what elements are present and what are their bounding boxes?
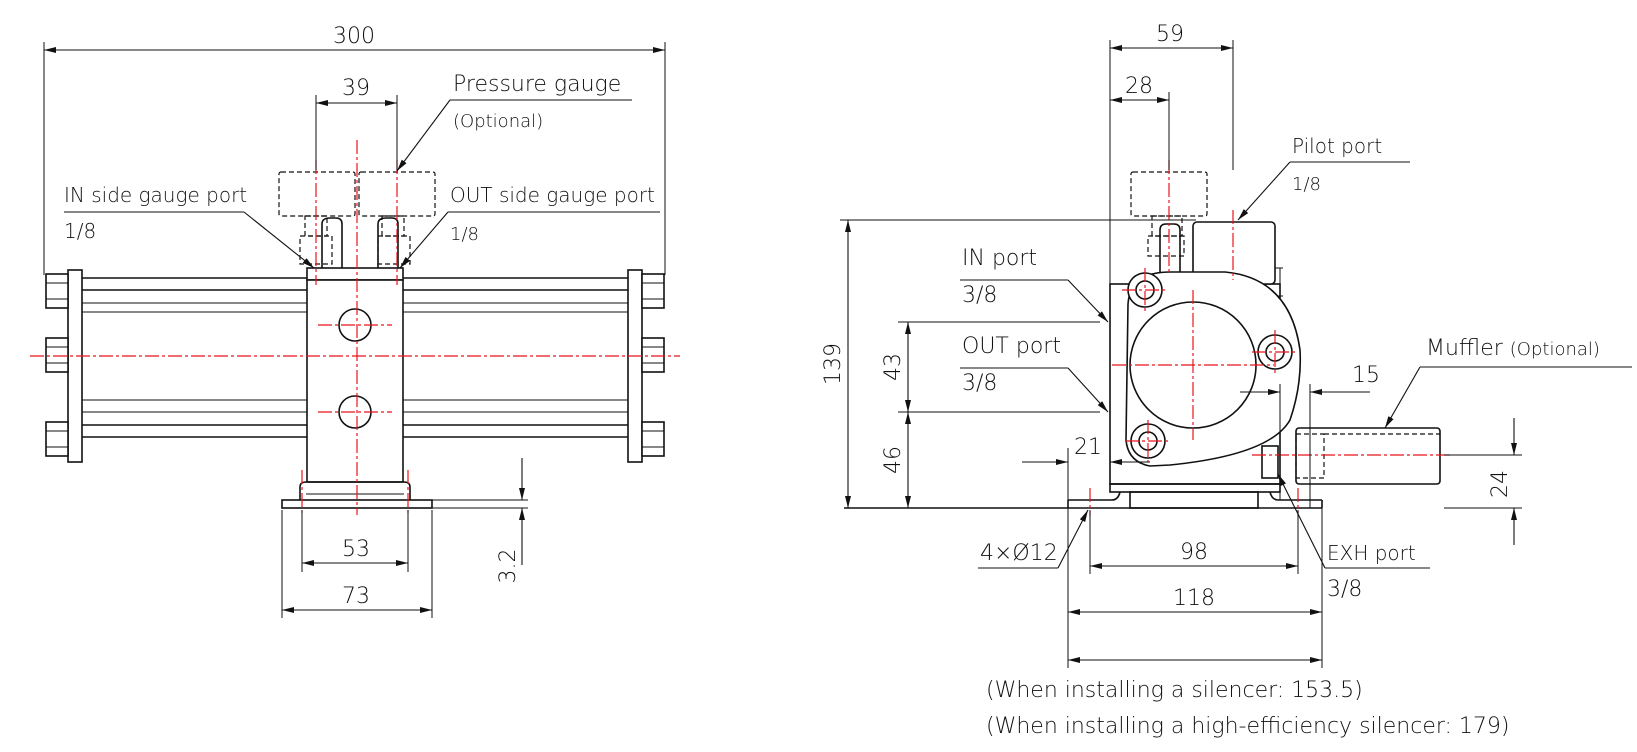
pressure-gauge-label: Pressure gauge xyxy=(453,72,621,97)
dim-21-label: 21 xyxy=(1074,435,1102,460)
dim-15-label: 15 xyxy=(1352,363,1380,388)
side-base-plate xyxy=(844,483,1323,509)
dim-gauge-offset: 28 xyxy=(1110,74,1170,170)
hole-spec-callout: 4×Ø12 xyxy=(978,509,1089,569)
pressure-gauge-callout: Pressure gauge (Optional) xyxy=(396,72,632,172)
dim-28-label: 28 xyxy=(1125,74,1153,99)
dim-43-label: 43 xyxy=(881,353,906,381)
out-gauge-port-callout: OUT side gauge port 1/8 xyxy=(399,183,660,269)
out-gauge-port-label: OUT side gauge port xyxy=(450,183,655,207)
side-body xyxy=(1109,221,1302,485)
right-centerlines xyxy=(1089,160,1450,516)
muffler xyxy=(1295,427,1441,485)
in-port-label: IN port xyxy=(962,246,1037,271)
left-front-view: 300 39 Pressure gauge (Optional) IN side… xyxy=(30,24,680,618)
note-high-efficiency-silencer: (When installing a high-efficiency silen… xyxy=(986,714,1510,739)
note-silencer: (When installing a silencer: 153.5) xyxy=(986,678,1363,703)
in-port-callout: IN port 3/8 xyxy=(960,246,1109,323)
dim-300-label: 300 xyxy=(333,24,375,49)
muffler-label-text: Muffler xyxy=(1426,336,1504,361)
dim-muffler-offset: 15 xyxy=(1240,363,1380,508)
dim-73-label: 73 xyxy=(342,584,370,609)
dim-plate-thickness: 3.2 xyxy=(432,458,528,584)
out-port-callout: OUT port 3/8 xyxy=(960,334,1109,413)
out-port-size: 3/8 xyxy=(962,371,997,396)
dim-gauge-spacing: 39 xyxy=(315,76,398,170)
dim-98-label: 98 xyxy=(1180,540,1208,565)
hole-spec-label: 4×Ø12 xyxy=(980,541,1058,566)
dim-53-label: 53 xyxy=(342,537,370,562)
dim-width-top: 59 xyxy=(1109,22,1234,284)
dim-inner-foot: 53 xyxy=(301,510,409,572)
muffler-note: (Optional) xyxy=(1510,339,1600,360)
dim-139-label: 139 xyxy=(821,343,846,385)
right-side-view: 59 28 139 43 46 IN p xyxy=(821,22,1632,739)
dim-24-label: 24 xyxy=(1488,470,1513,498)
dim-46-label: 46 xyxy=(881,446,906,474)
exh-port-size: 3/8 xyxy=(1327,577,1362,602)
dim-silencer-length: (When installing a silencer: 153.5) (Whe… xyxy=(986,657,1510,739)
dim-outer-foot: 73 xyxy=(281,510,433,618)
pressure-gauge-note: (Optional) xyxy=(453,111,543,132)
dim-3-2-label: 3.2 xyxy=(496,549,521,584)
muffler-label: Muffler (Optional) xyxy=(1426,336,1600,361)
dim-overall-length: 300 xyxy=(43,24,666,275)
in-gauge-port-label: IN side gauge port xyxy=(64,183,247,207)
dim-39-label: 39 xyxy=(342,76,370,101)
out-gauge-port-size: 1/8 xyxy=(450,224,479,245)
dim-side-offset: 21 xyxy=(1022,435,1150,500)
right-end-cap xyxy=(627,269,665,463)
left-end-cap xyxy=(45,269,83,463)
out-port-label: OUT port xyxy=(962,334,1061,359)
in-port-size: 3/8 xyxy=(962,283,997,308)
pilot-port-label: Pilot port xyxy=(1292,134,1382,158)
dim-base-width: 118 xyxy=(1067,508,1323,668)
dim-118-label: 118 xyxy=(1173,586,1215,611)
exh-port-label: EXH port xyxy=(1327,541,1416,565)
dim-muffler-height: 24 xyxy=(1444,418,1522,545)
muffler-callout: Muffler (Optional) xyxy=(1384,336,1632,429)
pilot-port-size: 1/8 xyxy=(1292,174,1321,195)
dim-port-pitch: 43 xyxy=(881,321,1100,413)
in-gauge-port-size: 1/8 xyxy=(64,219,96,243)
exh-port-callout: EXH port 3/8 xyxy=(1277,473,1430,602)
dim-total-height: 139 xyxy=(821,219,1196,508)
dim-59-label: 59 xyxy=(1156,22,1184,47)
pilot-port-callout: Pilot port 1/8 xyxy=(1237,134,1410,221)
dim-base-to-port: 46 xyxy=(881,412,911,508)
in-gauge-port-callout: IN side gauge port 1/8 xyxy=(64,183,315,269)
dim-hole-pitch: 98 xyxy=(1089,510,1299,574)
left-centerlines xyxy=(30,140,680,515)
